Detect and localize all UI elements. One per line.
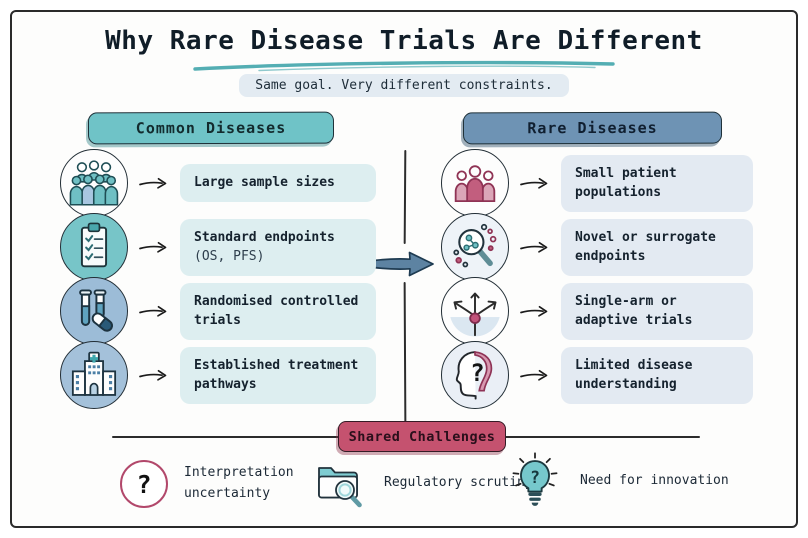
- clipboard-checklist-icon: [60, 213, 128, 281]
- feature-label-box: Randomised controlled trials: [180, 282, 376, 340]
- feature-label-box: Small patient populations: [561, 154, 753, 212]
- feature-sublabel: (OS, PFS): [194, 249, 265, 264]
- branching-arrows-icon: [441, 277, 509, 345]
- arrow-right-icon: [139, 305, 167, 317]
- feature-label-box: Limited disease understanding: [561, 346, 753, 404]
- rare-diseases-header: Rare Diseases: [462, 111, 723, 145]
- arrow-right-icon: [139, 241, 167, 253]
- big-right-arrow-icon: [373, 251, 434, 277]
- svg-text:?: ?: [470, 359, 485, 387]
- rare-row-endpoints: Novel or surrogate endpoints: [441, 213, 753, 281]
- shared-challenges-badge: Shared Challenges: [338, 421, 506, 452]
- subtitle-pill: Same goal. Very different constraints.: [239, 74, 569, 97]
- head-question-icon: ?: [441, 341, 509, 409]
- arrow-right-icon: [520, 305, 548, 317]
- feature-label: Established treatment pathways: [194, 357, 359, 393]
- feature-label-box: Large sample sizes: [180, 164, 376, 202]
- shared-item-label: Need for innovation: [580, 472, 729, 488]
- subtitle: Same goal. Very different constraints.: [0, 74, 808, 97]
- feature-label-box: Established treatment pathways: [180, 346, 376, 404]
- arrow-right-icon: [139, 369, 167, 381]
- common-diseases-header: Common Diseases: [87, 111, 335, 145]
- rare-row-understanding: ? Limited disease understanding: [441, 341, 753, 409]
- arrow-right-icon: [520, 369, 548, 381]
- arrow-right-icon: [520, 241, 548, 253]
- common-row-endpoints: Standard endpoints (OS, PFS): [60, 213, 376, 281]
- arrow-right-icon: [520, 177, 548, 189]
- feature-label: Large sample sizes: [194, 175, 335, 191]
- feature-label-box: Novel or surrogate endpoints: [561, 218, 753, 276]
- rare-row-populations: Small patient populations: [441, 149, 753, 217]
- page-title: Why Rare Disease Trials Are Different: [105, 26, 703, 56]
- shared-item-regulatory: Regulatory scrutiny: [312, 458, 534, 508]
- lightbulb-question-icon: ?: [512, 452, 558, 506]
- svg-text:?: ?: [530, 468, 540, 487]
- rare-diseases-column: Small patient populations: [441, 149, 753, 409]
- shared-item-label: Regulatory scrutiny: [384, 474, 533, 490]
- shared-item-interpretation: ? Interpretation uncertainty: [120, 460, 334, 508]
- few-patients-icon: [441, 149, 509, 217]
- crowd-icon: [60, 149, 128, 217]
- common-row-pathways: Established treatment pathways: [60, 341, 376, 409]
- feature-label: Standard endpoints: [194, 229, 335, 245]
- magnifier-cells-icon: [441, 213, 509, 281]
- question-mark-icon: ?: [120, 460, 168, 508]
- common-row-rct: Randomised controlled trials: [60, 277, 376, 345]
- shared-item-label: Interpretation uncertainty: [184, 465, 294, 501]
- feature-label-box: Standard endpoints (OS, PFS): [180, 218, 376, 276]
- arrow-right-icon: [139, 177, 167, 189]
- folder-magnifier-icon: [318, 467, 362, 508]
- title-underline-stroke: [193, 60, 615, 72]
- hospital-icon: [60, 341, 128, 409]
- feature-label: Single-arm or adaptive trials: [575, 293, 693, 329]
- test-tubes-pill-icon: [60, 277, 128, 345]
- common-row-sample-sizes: Large sample sizes: [60, 149, 376, 217]
- feature-label: Limited disease understanding: [575, 357, 693, 393]
- feature-label: Small patient populations: [575, 165, 677, 201]
- feature-label-box: Single-arm or adaptive trials: [561, 282, 753, 340]
- feature-label: Novel or surrogate endpoints: [575, 229, 716, 265]
- common-diseases-column: Large sample sizes Standard endpoints: [60, 149, 376, 409]
- rare-row-adaptive: Single-arm or adaptive trials: [441, 277, 753, 345]
- feature-label: Randomised controlled trials: [194, 293, 359, 329]
- shared-item-innovation: ? Need for innovation: [506, 450, 730, 512]
